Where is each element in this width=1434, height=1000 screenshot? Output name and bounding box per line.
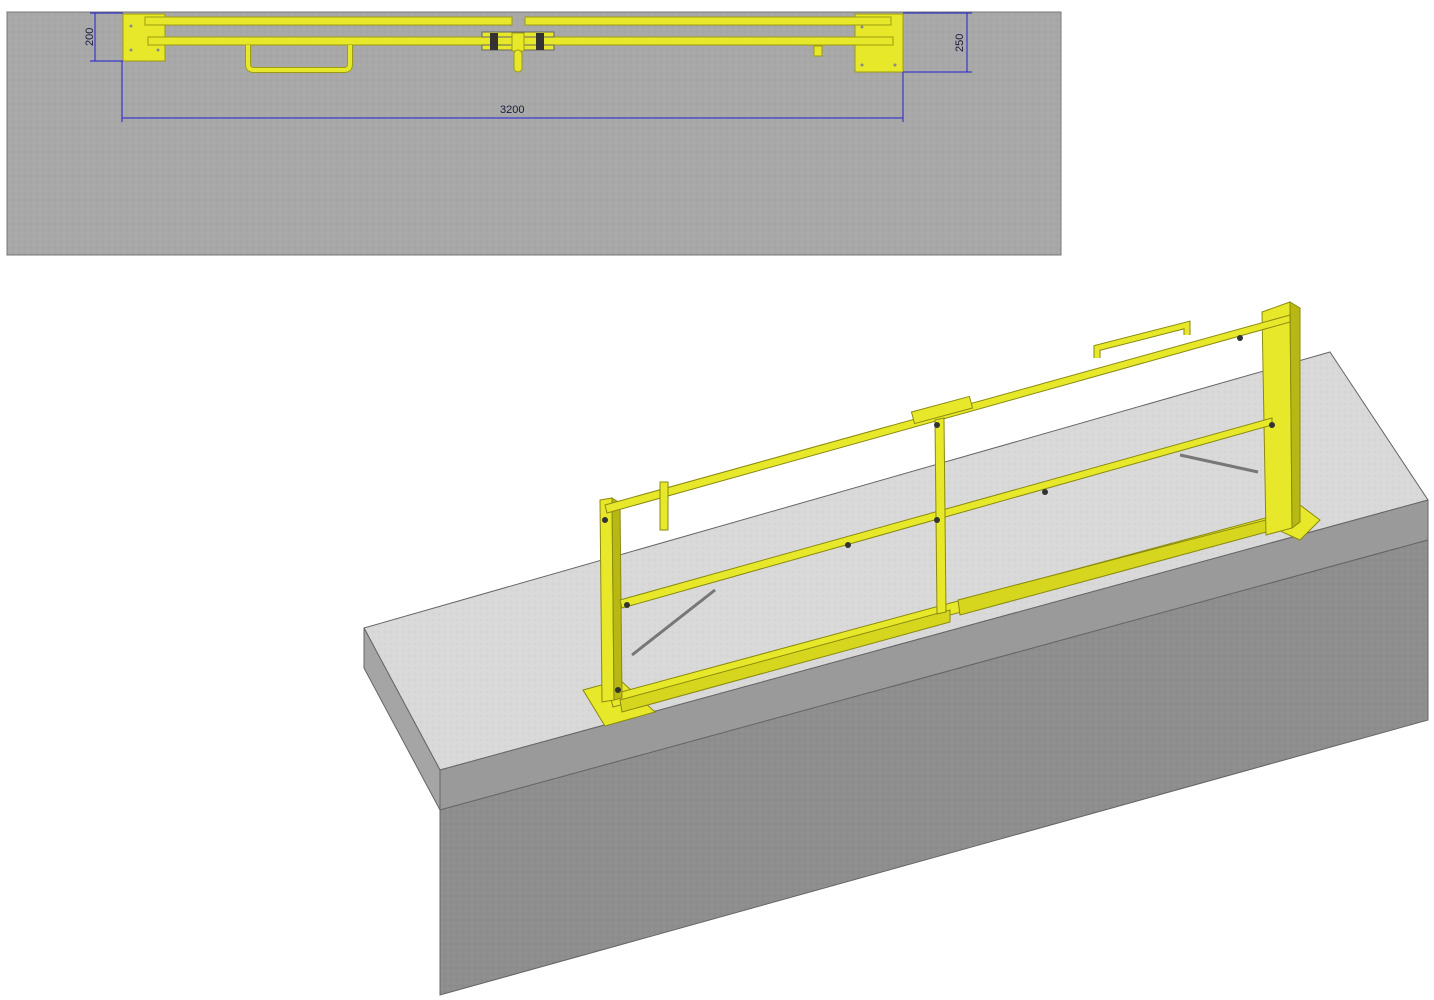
top-rail-right [524, 16, 892, 26]
top-rail-left [144, 16, 513, 26]
dimension-3200: 3200 [500, 104, 524, 116]
dimension-200: 200 [84, 28, 96, 46]
dimension-250: 250 [954, 34, 966, 52]
left-gas-strut [631, 588, 716, 657]
isometric-view [363, 301, 1429, 996]
iso-railing [582, 301, 1321, 727]
handle [246, 45, 352, 72]
center-hinge [481, 31, 555, 73]
plan-view: 200 250 3200 [6, 11, 1062, 256]
right-gas-strut [1179, 453, 1259, 474]
dimension-lines [90, 12, 972, 122]
iso-handle [1094, 321, 1190, 358]
